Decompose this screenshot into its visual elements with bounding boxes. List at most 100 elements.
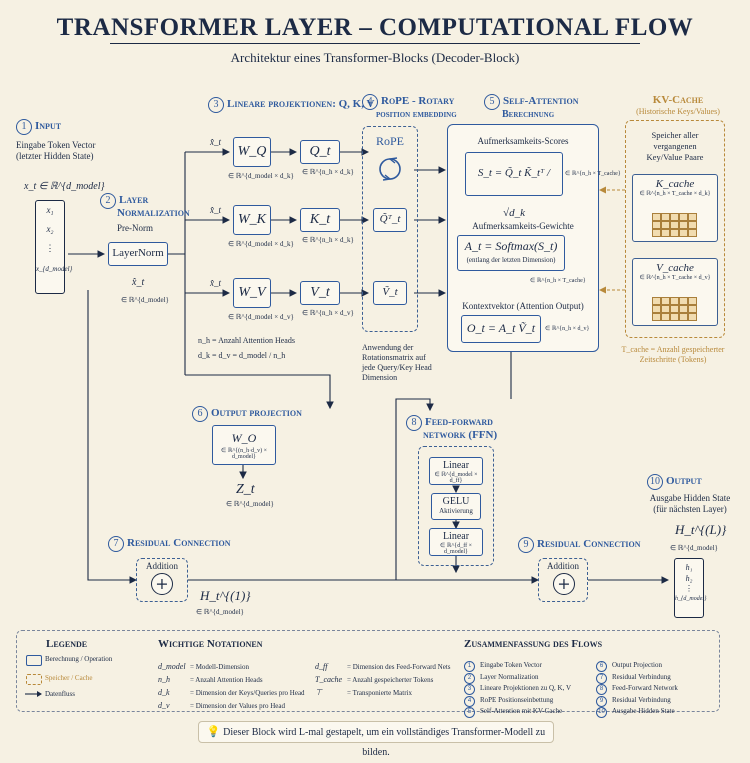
zt-label: Z_t xyxy=(236,482,255,497)
output-desc-2: (für nächsten Layer) xyxy=(653,504,727,514)
wq-box: W_Q xyxy=(233,137,271,167)
ffn-linear2-label: Linear xyxy=(442,531,470,542)
input-entry: x₂ xyxy=(46,224,54,234)
cache-cell xyxy=(652,313,661,321)
notation-row: d_model= Modell-Dimension xyxy=(158,654,249,673)
notation-row: n_h= Anzahl Attention Heads xyxy=(158,667,263,686)
layernorm-out: x̂_t xyxy=(132,277,145,288)
output-entry: ⋮ xyxy=(685,584,693,593)
input-entry: x₁ xyxy=(46,205,54,215)
notation-title: Wichtige Notationen xyxy=(158,638,263,650)
cache-cell xyxy=(670,221,679,229)
rope-rotation-icon xyxy=(379,157,401,181)
summary-text: Layer Normalization xyxy=(480,672,539,681)
cache-cell xyxy=(679,305,688,313)
wq-dim: ∈ ℝ^{d_model × d_k} xyxy=(228,172,294,180)
page-subtitle: Architektur eines Transformer-Blocks (De… xyxy=(230,50,520,65)
notation-symbol: ⊤ xyxy=(315,688,322,697)
legend-item-operation: Berechnung / Operation xyxy=(45,655,113,663)
rope-v-box: Ṽ_t xyxy=(373,281,407,305)
plus-icon: + xyxy=(553,573,575,595)
cache-cell xyxy=(670,305,679,313)
cache-cell xyxy=(688,229,697,237)
ffn-gelu: GELU Aktivierung xyxy=(431,493,481,520)
h1-label: H_t^{(1)} xyxy=(200,588,251,603)
input-desc-2: (letzter Hidden State) xyxy=(16,151,94,161)
cache-cell xyxy=(688,297,697,305)
cache-cell xyxy=(652,297,661,305)
legend-swatch-operation xyxy=(26,655,42,666)
legend-title: Legende xyxy=(46,638,88,650)
ctx-box: O_t = A_t Ṽ_t xyxy=(461,315,541,343)
qt-box: Q_t xyxy=(300,140,340,164)
cache-cell xyxy=(670,229,679,237)
summary-text: Ausgabe Hidden State xyxy=(612,707,675,715)
wo-box: W_O ∈ ℝ^{(n_h·d_v) × d_model} xyxy=(212,425,276,465)
notation-desc: = Transponierte Matrix xyxy=(347,689,412,697)
cache-cell xyxy=(652,305,661,313)
input-entry: ⋮ xyxy=(45,243,55,253)
output-vector-dim: ∈ ℝ^{d_model} xyxy=(670,544,718,552)
ffn-container xyxy=(418,446,494,566)
cache-cell xyxy=(661,229,670,237)
ctx-dim: ∈ ℝ^{n_h × d_v} xyxy=(545,326,590,332)
cache-cell xyxy=(652,229,661,237)
footer-text: Dieser Block wird L-mal gestapelt, um ei… xyxy=(223,727,546,758)
rope-q-box: Q̃ᵀ_t xyxy=(373,208,407,232)
summary-number: 8 xyxy=(596,684,607,695)
output-entry: h₂ xyxy=(685,574,693,583)
summary-number: 6 xyxy=(596,661,607,672)
input-vector-label: x_t ∈ ℝ^{d_model} xyxy=(24,181,105,192)
output-vector-label: H_t^{(L)} xyxy=(675,522,727,537)
cache-cell xyxy=(661,297,670,305)
notation-symbol: n_h xyxy=(158,675,170,684)
title-underline xyxy=(110,43,640,44)
notation-desc: = Dimension des Feed-Forward Nets xyxy=(347,663,451,671)
output-entry: h₁ xyxy=(685,563,693,572)
kt-box: K_t xyxy=(300,208,340,232)
legend-item-flow: Datenfluss xyxy=(45,690,75,698)
h1-dim: ∈ ℝ^{d_model} xyxy=(196,608,244,616)
ffn-linear1: Linear ∈ ℝ^{d_model × d_ff} xyxy=(429,457,483,485)
residual1-label: Addition xyxy=(145,561,178,571)
ctx-label: Kontextvektor (Attention Output) xyxy=(462,301,584,311)
summary-number: 3 xyxy=(464,684,475,695)
summary-text: Residual Verbindung xyxy=(612,695,671,704)
section-ffn-title-2: network (FFN) xyxy=(423,429,498,441)
input-entry: x_{d_model} xyxy=(36,265,73,273)
k-cache-label: K_cache xyxy=(655,178,695,190)
notation-row: d_k= Dimension der Keys/Queries pro Head xyxy=(158,680,305,699)
summary-text: Output Projection xyxy=(612,661,662,669)
wk-dim: ∈ ℝ^{d_model × d_k} xyxy=(228,240,294,248)
notation-desc: = Dimension der Keys/Queries pro Head xyxy=(190,689,305,697)
vt-box: V_t xyxy=(300,281,340,305)
legend-item-cache: Speicher / Cache xyxy=(45,674,93,682)
weights-formula: A_t = Softmax(S_t) xyxy=(464,239,558,253)
cache-cell xyxy=(679,229,688,237)
notation-row: d_v= Dimension der Values pro Head xyxy=(158,693,285,712)
notation-desc: = Dimension der Values pro Head xyxy=(190,702,285,710)
vt-dim: ∈ ℝ^{n_h × d_v} xyxy=(302,309,354,317)
cache-cell xyxy=(688,305,697,313)
layernorm-desc: Pre-Norm xyxy=(117,223,153,233)
weights-sub: (entlang der letzten Dimension) xyxy=(466,256,556,264)
cache-cell xyxy=(679,313,688,321)
qkv-note-2: d_k = d_v = d_model / n_h xyxy=(198,351,286,360)
summary-item: 6 Output Projection xyxy=(596,652,662,672)
section-attention-title-2: Berechnung xyxy=(502,109,555,120)
